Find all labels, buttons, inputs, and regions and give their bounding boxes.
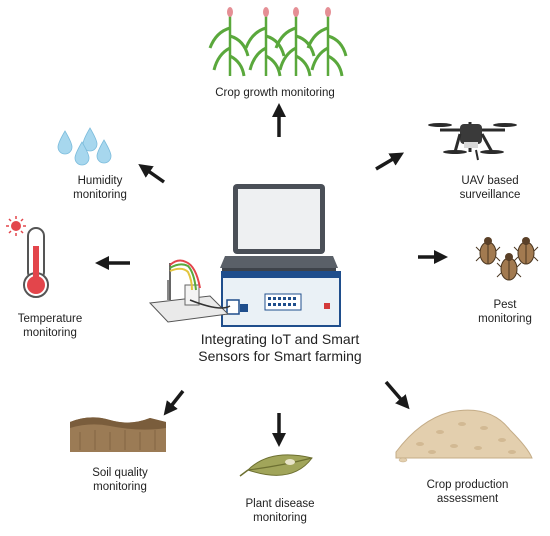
crop-production-label: Crop production assessment [405,478,530,506]
temperature-label-line2: monitoring [23,327,77,339]
center-title-line2: Sensors for Smart farming [198,348,362,364]
soil-block-icon [70,417,166,452]
sensor-instrument-icon [221,271,341,327]
plant-disease-label-line2: monitoring [253,512,307,524]
humidity-label-line2: monitoring [73,189,127,201]
diseased-leaf-icon [239,454,313,477]
temperature-label: Temperature monitoring [0,312,100,340]
temperature-label-line1: Temperature [17,313,83,325]
plant-disease-label-line1: Plant disease [245,498,315,510]
laptop-icon [220,184,338,272]
uav-label: UAV based surveillance [440,174,540,202]
uav-label-line2: surveillance [459,189,521,201]
electrode-stand-icon [148,259,231,323]
humidity-label: Humidity monitoring [50,174,150,202]
soil-label-line1: Soil quality [92,467,148,479]
center-title: Integrating IoT and Smart Sensors for Sm… [180,331,380,365]
drone-icon [428,122,517,161]
pest-label-line2: monitoring [478,313,532,325]
arrow-soil [163,389,185,416]
humidity-label-line1: Humidity [77,175,123,187]
pest-label: Pest monitoring [460,298,550,326]
arrow-uav [375,152,405,171]
soil-label: Soil quality monitoring [60,466,180,494]
crop-growth-label: Crop growth monitoring [215,87,335,99]
arrows [95,103,448,447]
arrow-humidity [138,163,166,184]
corn-plants-icon [208,7,348,77]
grain-pile-icon [395,409,533,463]
crop-production-label-line2: assessment [436,493,499,505]
arrow-crop-production [384,380,410,410]
crop-production-label-line1: Crop production [426,479,509,491]
soil-label-line2: monitoring [93,481,147,493]
center-title-line1: Integrating IoT and Smart [200,331,360,347]
plant-disease-label: Plant disease monitoring [220,497,340,525]
water-drops-icon [57,127,112,166]
uav-label-line1: UAV based [461,175,519,187]
thermometer-icon [6,216,49,298]
pest-beetles-icon [475,237,539,281]
pest-label-line1: Pest [493,299,517,311]
